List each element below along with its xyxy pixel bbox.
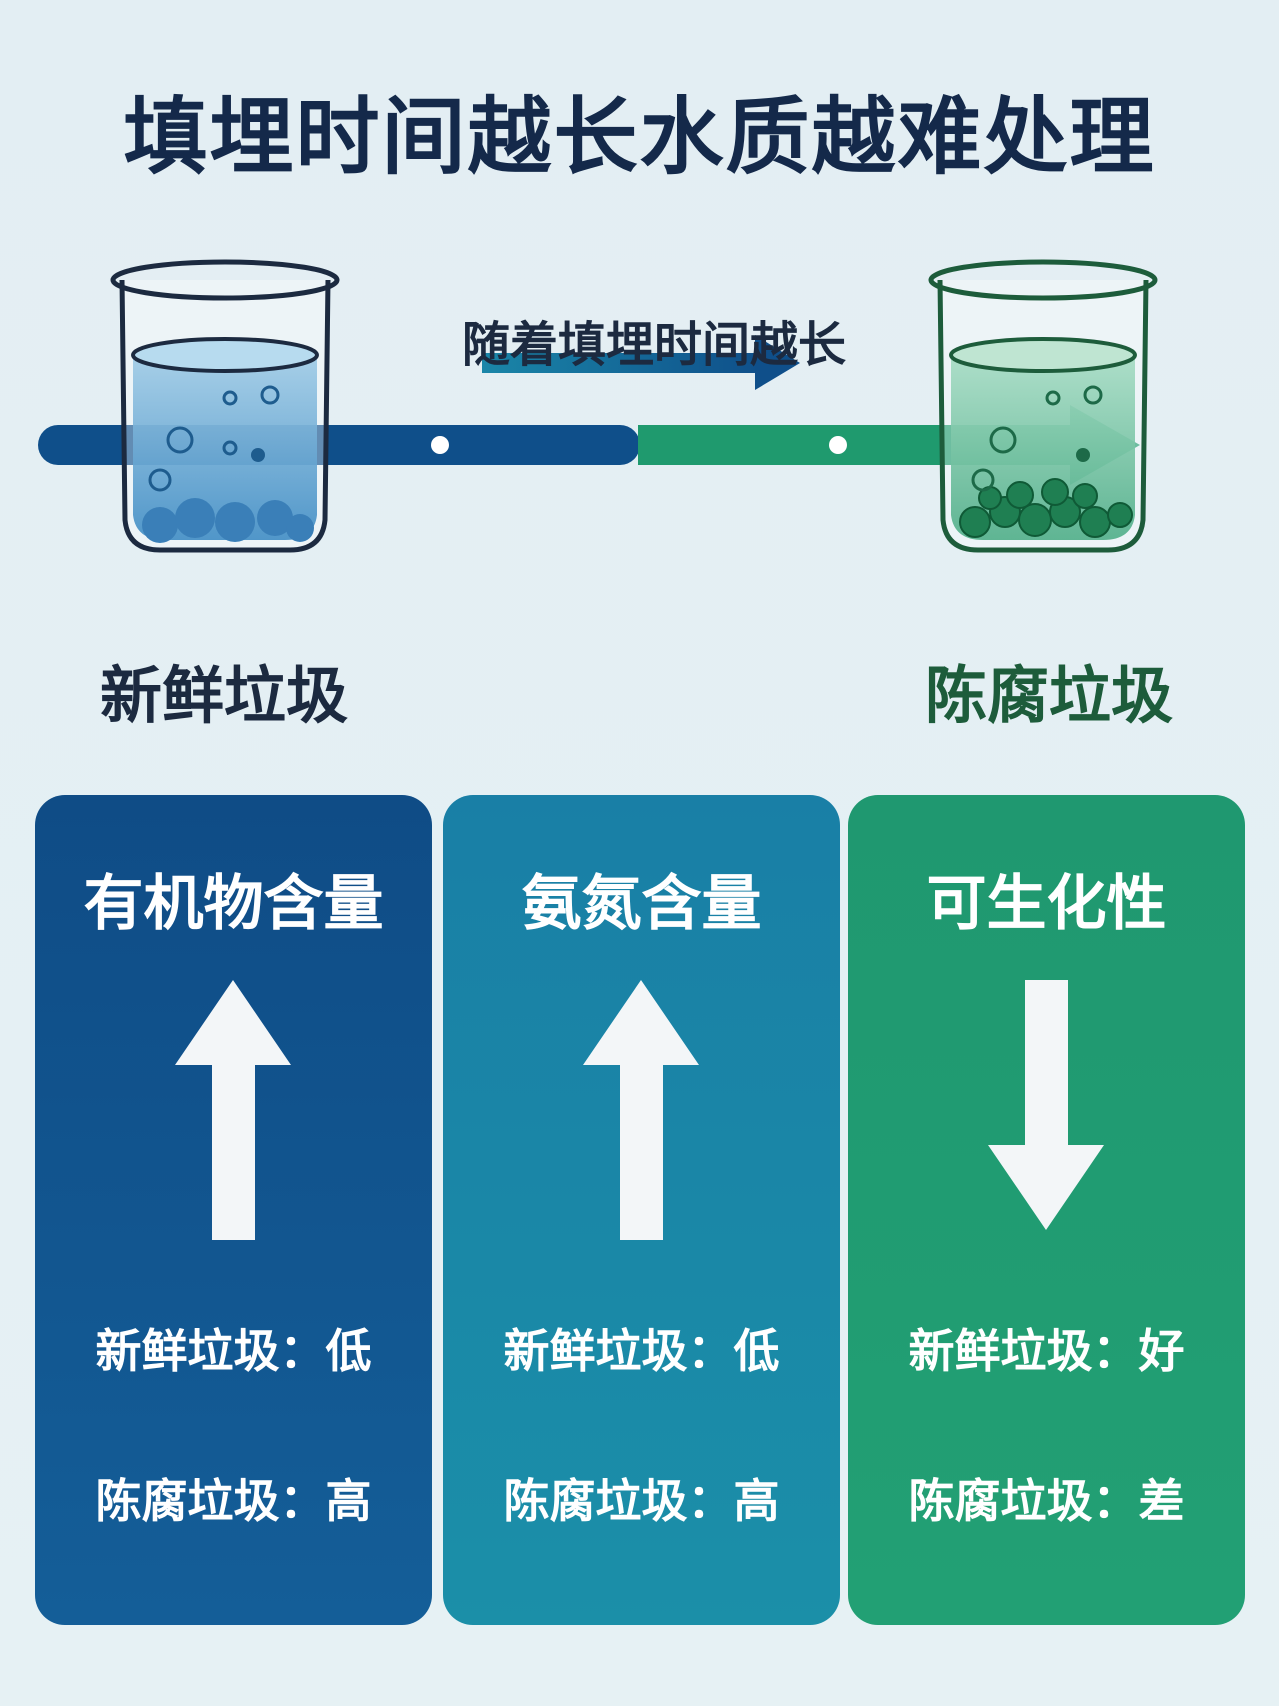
card-ammonia-content: 氨氮含量 新鲜垃圾：低 陈腐垃圾：高 bbox=[443, 795, 840, 1625]
aged-value: 陈腐垃圾：高 bbox=[95, 1474, 372, 1528]
time-arrow-icon bbox=[482, 353, 762, 373]
card-organic-content: 有机物含量 新鲜垃圾：低 陈腐垃圾：高 bbox=[35, 795, 432, 1625]
aged-value: 陈腐垃圾：高 bbox=[503, 1474, 780, 1528]
timeline-dot bbox=[431, 436, 449, 454]
card-title: 氨氮含量 bbox=[521, 869, 762, 939]
fresh-value: 新鲜垃圾：低 bbox=[503, 1324, 780, 1378]
arrow-down-icon bbox=[988, 980, 1104, 1230]
fresh-beaker-icon bbox=[110, 259, 340, 553]
fresh-value: 新鲜垃圾：好 bbox=[908, 1324, 1185, 1378]
card-biodegradability: 可生化性 新鲜垃圾：好 陈腐垃圾：差 bbox=[848, 795, 1245, 1625]
aged-value: 陈腐垃圾：差 bbox=[908, 1474, 1185, 1528]
timeline-caption: 随着填埋时间越长 bbox=[462, 317, 847, 373]
page-title: 填埋时间越长水质越难处理 bbox=[123, 88, 1156, 186]
aged-waste-label: 陈腐垃圾 bbox=[925, 659, 1174, 732]
fresh-value: 新鲜垃圾：低 bbox=[95, 1324, 372, 1378]
arrow-up-icon bbox=[583, 980, 699, 1240]
arrow-up-icon bbox=[175, 980, 291, 1240]
card-title: 有机物含量 bbox=[83, 869, 384, 939]
timeline-diagram bbox=[38, 259, 1158, 553]
fresh-waste-label: 新鲜垃圾 bbox=[100, 659, 349, 732]
timeline-dot bbox=[829, 436, 847, 454]
card-title: 可生化性 bbox=[926, 869, 1167, 939]
aged-beaker-icon bbox=[928, 259, 1158, 553]
